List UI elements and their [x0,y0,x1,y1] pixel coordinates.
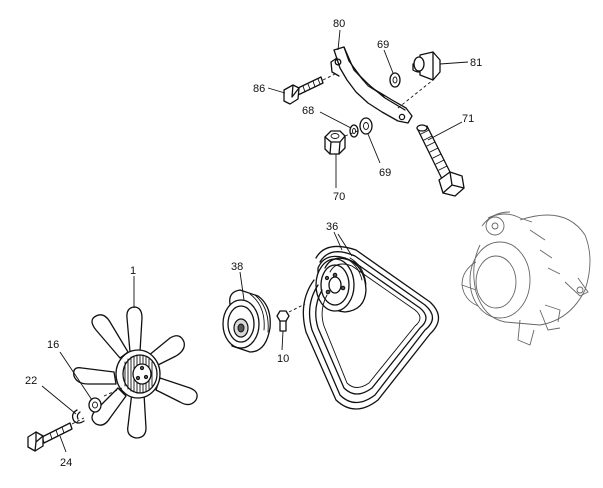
alternator [461,211,591,346]
pulley-36 [315,255,367,313]
callout-1: 1 [130,265,136,277]
cooling-fan-1 [73,306,198,439]
idler-pulley-38 [222,289,271,353]
callout-68: 68 [302,105,314,117]
callout-36: 36 [326,221,338,233]
callout-10: 10 [277,353,289,365]
tensioner-bolt-71 [416,124,465,197]
callout-labels: 80 69 81 86 68 71 69 70 36 38 1 10 16 22… [25,18,482,469]
washer-16 [88,397,102,413]
drive-belt [302,245,440,410]
callout-22: 22 [25,375,37,387]
washer-69-upper [389,72,401,88]
callout-69-upper: 69 [377,39,389,51]
callout-70: 70 [333,191,345,203]
callout-80: 80 [333,18,345,30]
callout-24: 24 [60,457,72,469]
callout-81: 81 [470,57,482,69]
callout-16: 16 [47,339,59,351]
callout-71: 71 [462,113,474,125]
washer-69-lower [359,117,373,135]
callout-38: 38 [231,261,243,273]
tensioner-bracket-80 [330,46,434,124]
bolt-86 [283,73,336,105]
bolt-81 [412,51,441,81]
callout-86: 86 [253,83,265,95]
bolt-10 [276,303,306,332]
bolt-24 [27,417,85,452]
leader-lines [41,29,469,453]
callout-69-lower: 69 [379,167,391,179]
nut-70 [324,130,346,155]
